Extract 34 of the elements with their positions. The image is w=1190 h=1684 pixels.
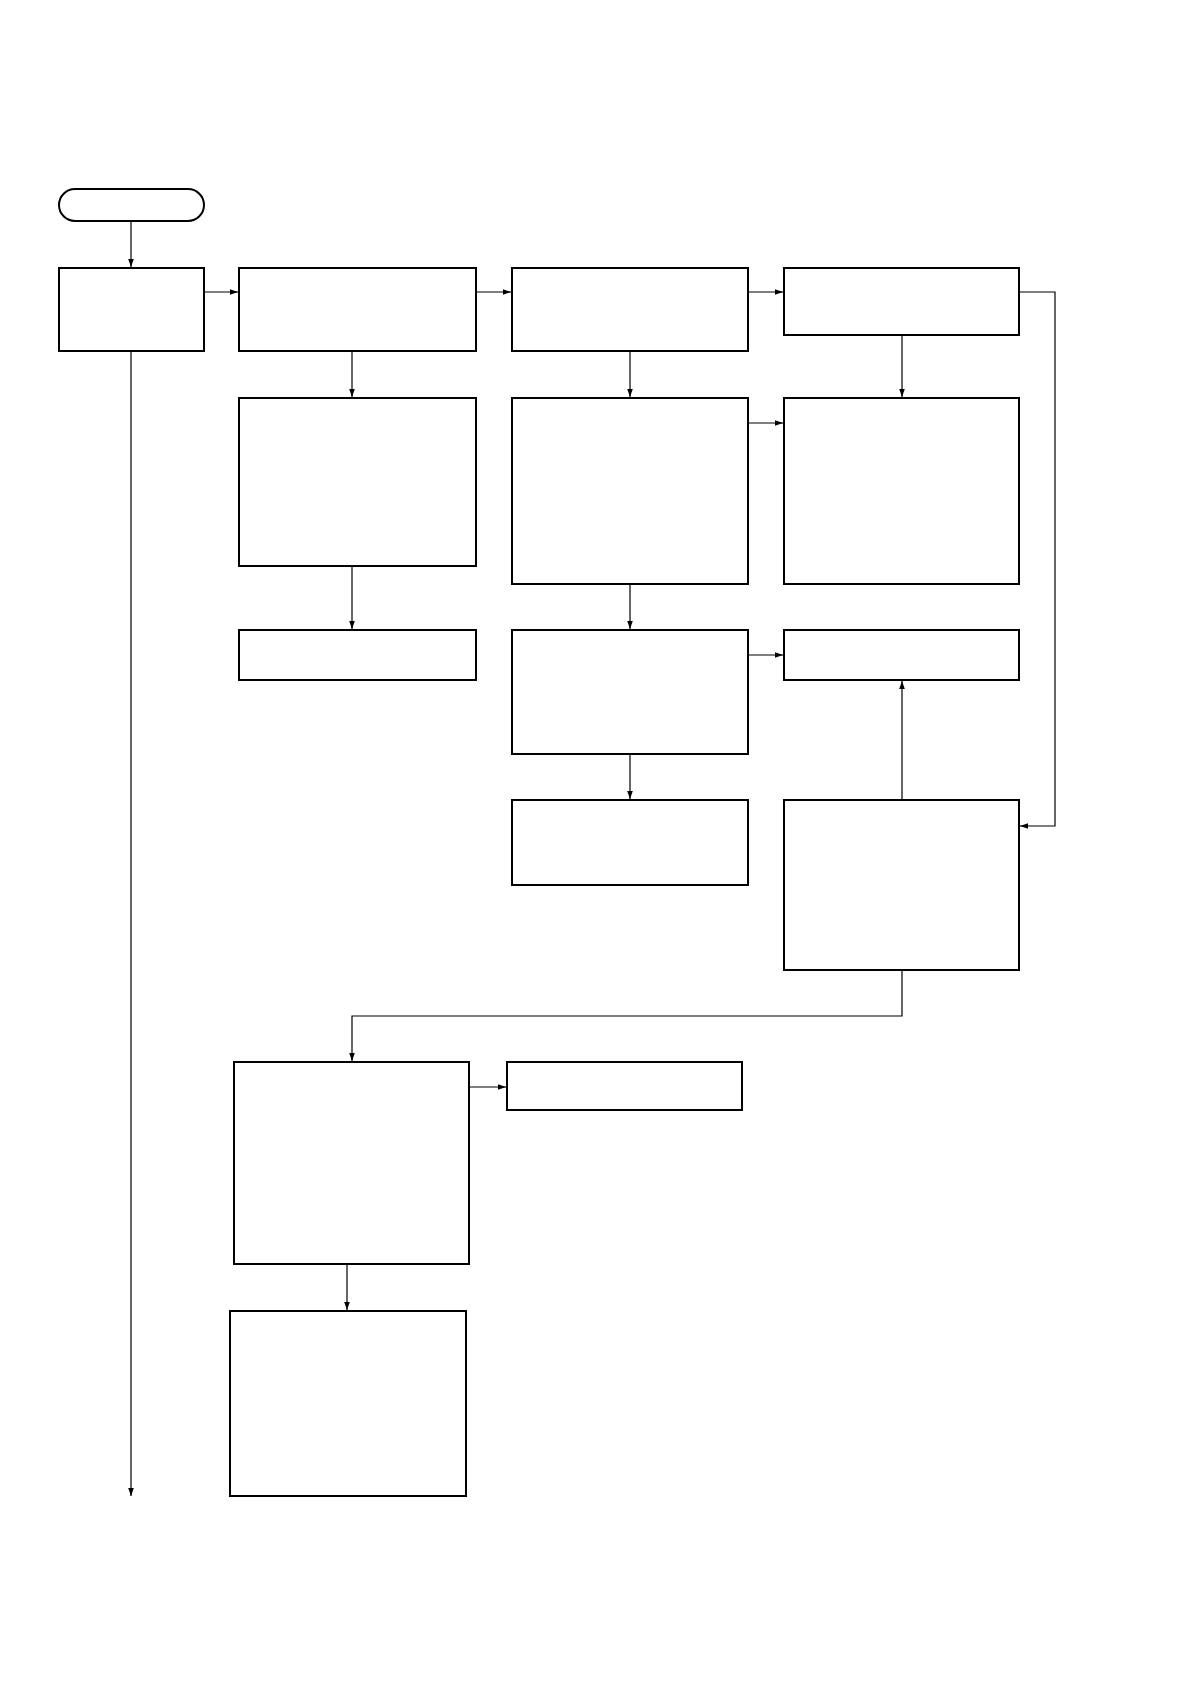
arrow (748, 420, 784, 426)
process-box (511, 397, 749, 585)
arrow (469, 1084, 507, 1090)
arrow (748, 652, 784, 658)
arrow (344, 1264, 350, 1311)
pill-shape (58, 188, 205, 222)
process-box (783, 397, 1020, 585)
arrow (899, 680, 905, 800)
arrow (748, 289, 784, 295)
arrow (349, 351, 355, 398)
arrow (349, 566, 355, 630)
process-box (506, 1061, 743, 1111)
process-box (238, 629, 477, 681)
arrow (899, 335, 905, 398)
arrow (128, 221, 134, 268)
process-box (783, 799, 1020, 971)
arrow (128, 351, 134, 1497)
arrow (627, 754, 633, 800)
arrow (627, 584, 633, 630)
arrow (627, 351, 633, 398)
process-box (58, 267, 205, 352)
process-box (238, 397, 477, 567)
process-box (238, 267, 477, 352)
arrow (1019, 291, 1056, 829)
arrow (204, 289, 239, 295)
process-box (511, 267, 749, 352)
process-box (511, 629, 749, 755)
arrow (349, 970, 903, 1062)
process-box (511, 799, 749, 886)
arrow (476, 289, 512, 295)
process-box (229, 1310, 467, 1497)
process-box (783, 629, 1020, 681)
process-box (783, 267, 1020, 336)
process-box (233, 1061, 470, 1265)
